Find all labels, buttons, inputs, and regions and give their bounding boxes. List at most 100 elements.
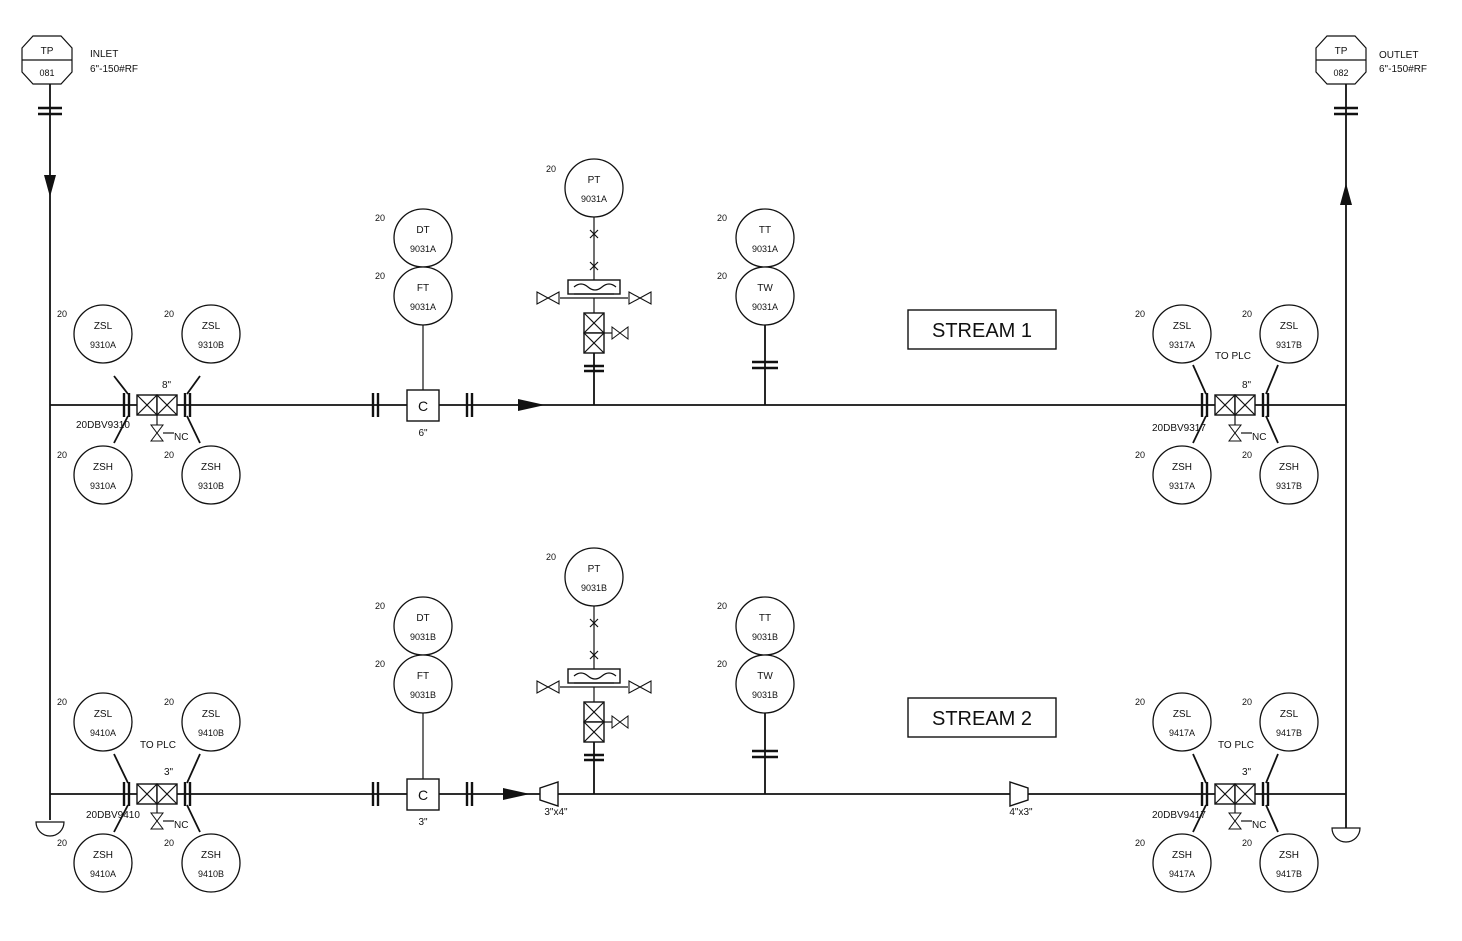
stream-2-right-dbb-valve: TO PLC 3" 20DBV9417 NC 20 ZSL 9417A 20 Z…	[1135, 692, 1319, 893]
stream-1-right-valve-nc: NC	[1252, 432, 1266, 443]
stream-1-zsl-9310a: 20 ZSL 9310A	[57, 304, 133, 364]
instrument-prefix: 20	[57, 697, 67, 707]
instrument-num: 9317B	[1276, 340, 1302, 350]
outlet-tie-point: TP 082 OUTLET 6"-150#RF	[1315, 35, 1427, 85]
stream-1-pressure-assembly: 20 PT 9031A	[536, 158, 652, 405]
instrument-prefix: 20	[717, 213, 727, 223]
stream-1: STREAM 1 8" 20DBV9310 NC 20	[50, 158, 1346, 505]
stream-2-left-valve-nc: NC	[174, 820, 188, 831]
stream-1-temperature-assembly: 20 TT 9031A 20 TW 9031A	[717, 208, 795, 405]
instrument-tag: ZSL	[94, 709, 113, 720]
stream-2-zsl-9417a: 20 ZSL 9417A	[1135, 692, 1212, 752]
stream-1-meter-letter: C	[418, 398, 428, 414]
instrument-prefix: 20	[57, 838, 67, 848]
stream-1-right-valve-size: 8"	[1242, 380, 1252, 391]
instrument-tag: ZSH	[201, 850, 221, 861]
stream-2-zsh-9410a: 20 ZSH 9410A	[57, 833, 133, 893]
stream-1-left-dbb-valve: 8" 20DBV9310 NC 20 ZSL 9310A 20 ZSL 9310…	[57, 304, 241, 505]
stream-2-flow-meter: C 3" 20 DT 9031B 20 FT 9031B	[371, 596, 530, 828]
stream-1-left-valve-tag: 20DBV9310	[76, 420, 130, 431]
stream-2-left-valve-size: 3"	[164, 767, 174, 778]
stream-2-pressure-assembly: 20 PT 9031B	[536, 547, 652, 794]
instrument-prefix: 20	[1242, 697, 1252, 707]
instrument-prefix: 20	[1135, 309, 1145, 319]
stream-2-right-valve-size: 3"	[1242, 767, 1252, 778]
inlet-flow-arrow	[44, 175, 56, 197]
outlet-spec: 6"-150#RF	[1379, 64, 1427, 75]
stream-1-right-valve-tag: 20DBV9317	[1152, 423, 1206, 434]
stream-2-label: STREAM 2	[932, 708, 1032, 730]
instrument-tag: ZSH	[1279, 850, 1299, 861]
stream-1-zsh-9317a: 20 ZSH 9317A	[1135, 445, 1212, 505]
inlet-label: INLET	[90, 49, 118, 60]
instrument-tag: ZSH	[1279, 462, 1299, 473]
inlet-header	[35, 84, 65, 837]
stream-2-label-box: STREAM 2	[907, 697, 1057, 738]
stream-1-zsl-9317a: 20 ZSL 9317A	[1135, 304, 1212, 364]
instrument-prefix: 20	[375, 659, 385, 669]
instrument-prefix: 20	[717, 271, 727, 281]
outlet-tag: TP	[1335, 46, 1348, 57]
instrument-prefix: 20	[57, 309, 67, 319]
inlet-tie-point: TP 081 INLET 6"-150#RF	[21, 35, 138, 85]
inlet-spec: 6"-150#RF	[90, 64, 138, 75]
stream-2-zsl-9410b: 20 ZSL 9410B	[164, 692, 241, 752]
instrument-num: 9031B	[410, 690, 436, 700]
instrument-prefix: 20	[164, 697, 174, 707]
instrument-num: 9031A	[410, 244, 436, 254]
stream-1-flow-meter: C 6" 20 DT 9031A 20 FT 9031A	[371, 208, 545, 439]
instrument-num: 9417B	[1276, 869, 1302, 879]
instrument-num: 9410A	[90, 869, 116, 879]
stream-1-dt-9031a: 20 DT 9031A	[375, 208, 453, 268]
instrument-num: 9417B	[1276, 728, 1302, 738]
instrument-prefix: 20	[546, 164, 556, 174]
stream-2-flow-arrow	[503, 788, 530, 800]
stream-1-pt-9031a: 20 PT 9031A	[546, 158, 624, 218]
instrument-num: 9410B	[198, 728, 224, 738]
instrument-num: 9417A	[1169, 728, 1195, 738]
instrument-prefix: 20	[717, 601, 727, 611]
outlet-flow-arrow	[1340, 183, 1352, 205]
instrument-tag: TW	[757, 671, 773, 682]
instrument-tag: FT	[417, 671, 429, 682]
instrument-num: 9031B	[410, 632, 436, 642]
stream-1-label: STREAM 1	[932, 320, 1032, 342]
instrument-num: 9031A	[752, 302, 778, 312]
instrument-tag: ZSH	[201, 462, 221, 473]
instrument-tag: ZSL	[1173, 709, 1192, 720]
stream-1-tt-9031a: 20 TT 9031A	[717, 208, 795, 268]
instrument-num: 9031A	[752, 244, 778, 254]
inlet-num: 081	[39, 68, 54, 78]
instrument-num: 9031B	[752, 690, 778, 700]
stream-1-flow-arrow	[518, 399, 545, 411]
stream-2-reducer-in-size: 3"x4"	[544, 807, 568, 818]
stream-2-zsl-9410a: 20 ZSL 9410A	[57, 692, 133, 752]
instrument-prefix: 20	[1242, 838, 1252, 848]
stream-2-outlet-reducer: 4"x3"	[1009, 781, 1033, 818]
stream-2-zsh-9417b: 20 ZSH 9417B	[1242, 833, 1319, 893]
instrument-num: 9317B	[1276, 481, 1302, 491]
instrument-tag: DT	[416, 225, 429, 236]
instrument-prefix: 20	[375, 213, 385, 223]
instrument-tag: ZSL	[202, 321, 221, 332]
instrument-prefix: 20	[717, 659, 727, 669]
instrument-tag: ZSL	[1280, 709, 1299, 720]
instrument-num: 9031A	[581, 194, 607, 204]
instrument-prefix: 20	[1135, 838, 1145, 848]
stream-1-zsl-9317b: 20 ZSL 9317B	[1242, 304, 1319, 364]
instrument-tag: ZSH	[1172, 462, 1192, 473]
stream-2-tt-9031b: 20 TT 9031B	[717, 596, 795, 656]
stream-2-reducer-out-size: 4"x3"	[1009, 807, 1033, 818]
instrument-tag: FT	[417, 283, 429, 294]
outlet-num: 082	[1333, 68, 1348, 78]
instrument-num: 9310A	[90, 481, 116, 491]
stream-2-dt-9031b: 20 DT 9031B	[375, 596, 453, 656]
outlet-header	[1331, 84, 1361, 843]
instrument-prefix: 20	[1135, 450, 1145, 460]
instrument-tag: ZSH	[93, 462, 113, 473]
instrument-num: 9310A	[90, 340, 116, 350]
instrument-num: 9410B	[198, 869, 224, 879]
instrument-num: 9031A	[410, 302, 436, 312]
stream-2-zsl-9417b: 20 ZSL 9417B	[1242, 692, 1319, 752]
stream-2-temperature-assembly: 20 TT 9031B 20 TW 9031B	[717, 596, 795, 794]
